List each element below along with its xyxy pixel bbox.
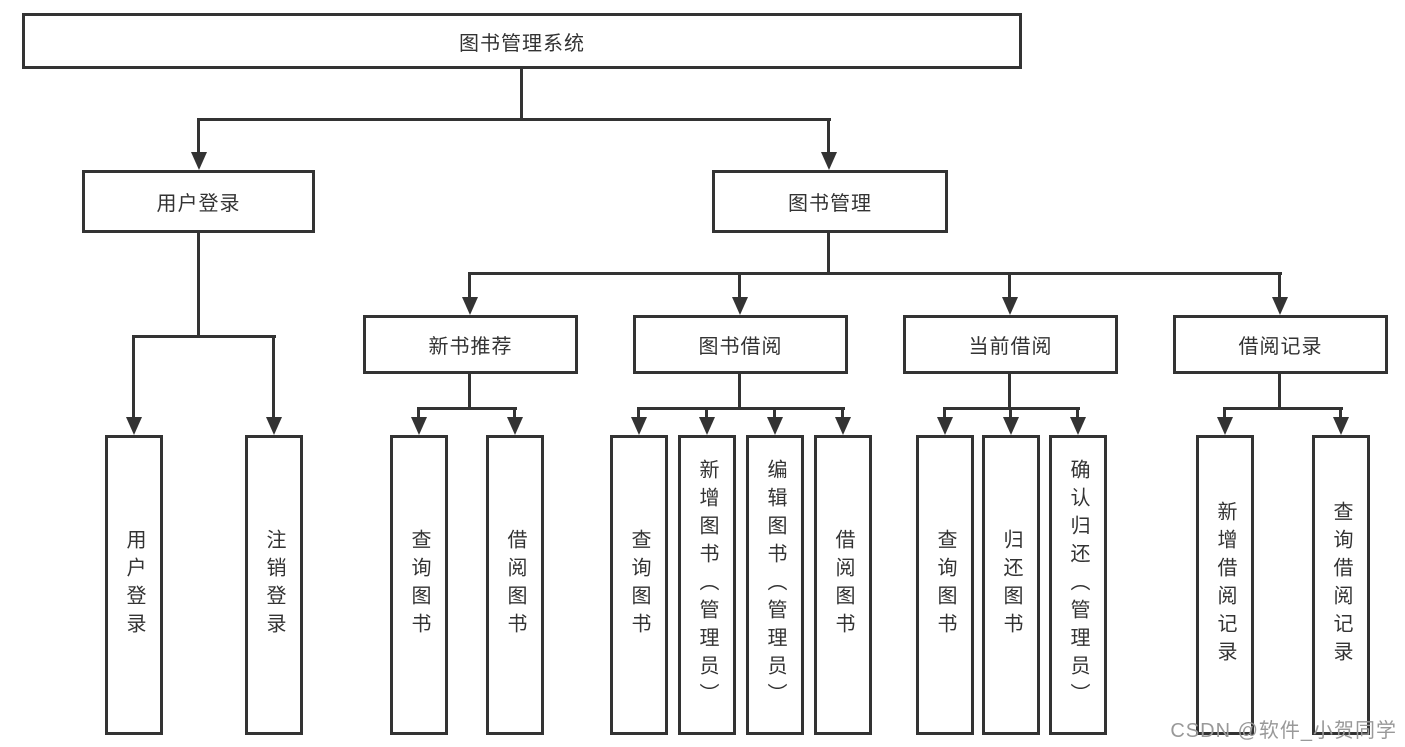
connector-line: [1076, 407, 1079, 419]
leaf-add-borrow-record: 新增借阅记录: [1196, 435, 1254, 735]
connector-line: [132, 335, 276, 338]
arrow-down-icon: [1002, 297, 1018, 315]
leaf-label: 新增图书（管理员）: [696, 459, 718, 711]
arrow-down-icon: [732, 297, 748, 315]
connector-line: [1339, 407, 1342, 419]
arrow-down-icon: [699, 417, 715, 435]
connector-line: [1278, 374, 1281, 410]
connector-line: [827, 233, 830, 275]
leaf-add-books-admin: 新增图书（管理员）: [678, 435, 736, 735]
arrow-down-icon: [1272, 297, 1288, 315]
leaf-label: 归还图书: [1000, 529, 1022, 641]
connector-line: [841, 407, 844, 419]
arrow-down-icon: [631, 417, 647, 435]
connector-line: [943, 407, 946, 419]
arrow-down-icon: [462, 297, 478, 315]
node-borrow-record: 借阅记录: [1173, 315, 1388, 374]
leaf-user-login: 用户登录: [105, 435, 163, 735]
leaf-query-books-current: 查询图书: [916, 435, 974, 735]
connector-line: [132, 335, 135, 419]
node-book-management: 图书管理: [712, 170, 948, 233]
arrow-down-icon: [1333, 417, 1349, 435]
connector-line: [197, 233, 200, 337]
connector-line: [417, 407, 517, 410]
leaf-edit-books-admin: 编辑图书（管理员）: [746, 435, 804, 735]
connector-line: [197, 121, 200, 154]
arrow-down-icon: [1217, 417, 1233, 435]
leaf-query-books-borrow: 查询图书: [610, 435, 668, 735]
connector-line: [738, 272, 741, 299]
connector-line: [705, 407, 708, 419]
connector-line: [468, 374, 471, 410]
arrow-down-icon: [266, 417, 282, 435]
connector-line: [738, 374, 741, 410]
leaf-label: 查询借阅记录: [1330, 501, 1352, 669]
leaf-return-books: 归还图书: [982, 435, 1040, 735]
arrow-down-icon: [821, 152, 837, 170]
connector-line: [417, 407, 420, 419]
connector-line: [1008, 272, 1011, 299]
csdn-watermark: CSDN @软件_小贺同学: [1170, 720, 1397, 742]
leaf-label: 借阅图书: [504, 529, 526, 641]
leaf-label: 查询图书: [408, 529, 430, 641]
leaf-borrow-books-recommend: 借阅图书: [486, 435, 544, 735]
node-user-login: 用户登录: [82, 170, 315, 233]
connector-line: [1223, 407, 1226, 419]
leaf-label: 新增借阅记录: [1214, 501, 1236, 669]
connector-line: [1278, 272, 1281, 299]
leaf-label: 注销登录: [263, 529, 285, 641]
leaf-borrow-books: 借阅图书: [814, 435, 872, 735]
arrow-down-icon: [835, 417, 851, 435]
leaf-label: 借阅图书: [832, 529, 854, 641]
connector-line: [197, 118, 831, 121]
arrow-down-icon: [767, 417, 783, 435]
connector-line: [468, 272, 1282, 275]
connector-line: [637, 407, 640, 419]
connector-line: [1008, 374, 1011, 410]
leaf-label: 查询图书: [934, 529, 956, 641]
arrow-down-icon: [507, 417, 523, 435]
arrow-down-icon: [126, 417, 142, 435]
arrow-down-icon: [1070, 417, 1086, 435]
arrow-down-icon: [191, 152, 207, 170]
node-new-book-recommend: 新书推荐: [363, 315, 578, 374]
arrow-down-icon: [1003, 417, 1019, 435]
leaf-query-borrow-record: 查询借阅记录: [1312, 435, 1370, 735]
connector-line: [1009, 407, 1012, 419]
connector-line: [468, 272, 471, 299]
connector-line: [520, 69, 523, 121]
leaf-label: 查询图书: [628, 529, 650, 641]
connector-line: [272, 335, 275, 419]
connector-line: [827, 121, 830, 154]
leaf-logout: 注销登录: [245, 435, 303, 735]
leaf-label: 确认归还（管理员）: [1067, 459, 1089, 711]
arrow-down-icon: [411, 417, 427, 435]
leaf-query-books-recommend: 查询图书: [390, 435, 448, 735]
connector-line: [513, 407, 516, 419]
node-book-borrow: 图书借阅: [633, 315, 848, 374]
leaf-label: 编辑图书（管理员）: [764, 459, 786, 711]
leaf-label: 用户登录: [123, 529, 145, 641]
node-current-borrow: 当前借阅: [903, 315, 1118, 374]
connector-line: [773, 407, 776, 419]
leaf-confirm-return-admin: 确认归还（管理员）: [1049, 435, 1107, 735]
arrow-down-icon: [937, 417, 953, 435]
connector-line: [1223, 407, 1343, 410]
node-root-library-system: 图书管理系统: [22, 13, 1022, 69]
connector-line: [637, 407, 845, 410]
